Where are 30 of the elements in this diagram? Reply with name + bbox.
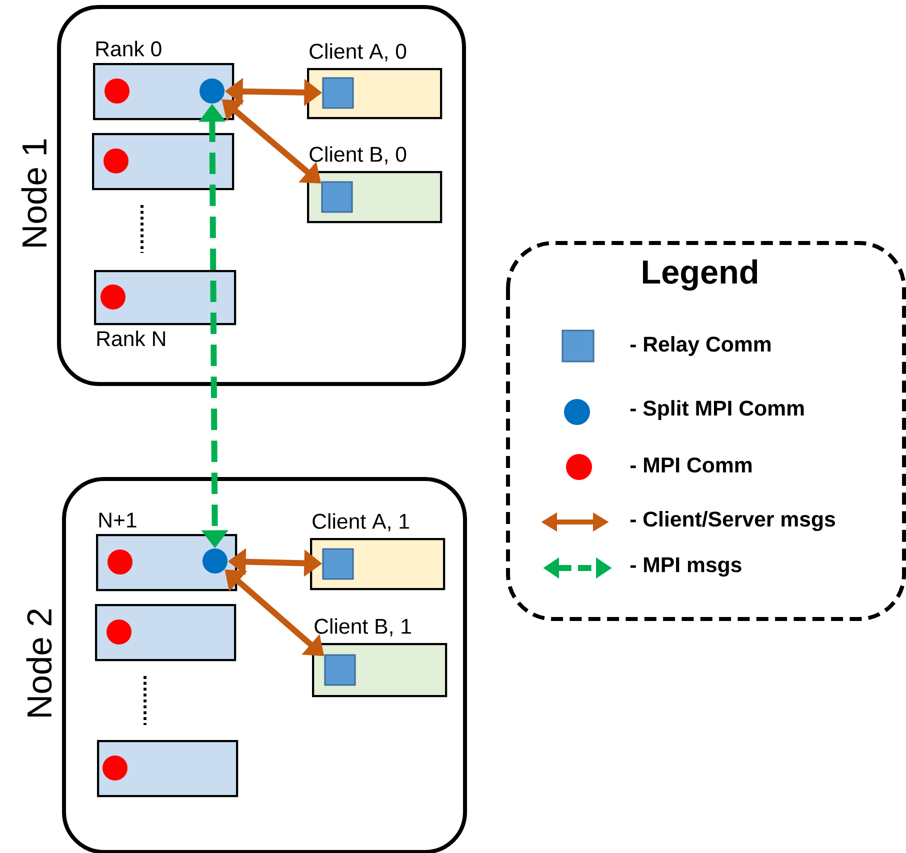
rank-box — [97, 740, 238, 798]
legend-title: Legend — [642, 259, 758, 291]
legend-text: - Client/Server msgs — [630, 511, 835, 531]
dot — [108, 550, 132, 574]
dot — [104, 148, 128, 174]
dot — [106, 620, 132, 644]
square-marker — [322, 77, 354, 109]
legend-text: - Relay Comm — [630, 336, 771, 356]
legend-text: - Split MPI Comm — [630, 400, 804, 420]
node-label: Node 1 — [21, 139, 47, 247]
square-marker — [324, 654, 356, 686]
box-label: Client B, 0 — [310, 146, 406, 164]
square-marker — [322, 548, 354, 580]
dot — [102, 756, 128, 780]
box-label: Client A, 1 — [312, 513, 409, 532]
box-label: Client A, 0 — [310, 43, 406, 62]
box-label: N+1 — [99, 512, 136, 528]
dot — [202, 548, 228, 574]
node-label: Node 2 — [26, 609, 52, 717]
dot — [100, 284, 126, 310]
dot — [200, 78, 224, 104]
box-label: Rank N — [97, 330, 165, 346]
square-marker — [321, 181, 353, 213]
legend-text: - MPI msgs — [630, 557, 742, 577]
rank-box — [95, 604, 236, 662]
dot — [104, 78, 130, 104]
legend-text: - MPI Comm — [630, 457, 752, 473]
rank-box — [92, 133, 234, 190]
box-label: Rank 0 — [96, 40, 162, 56]
box-label: Client B, 1 — [314, 618, 411, 636]
